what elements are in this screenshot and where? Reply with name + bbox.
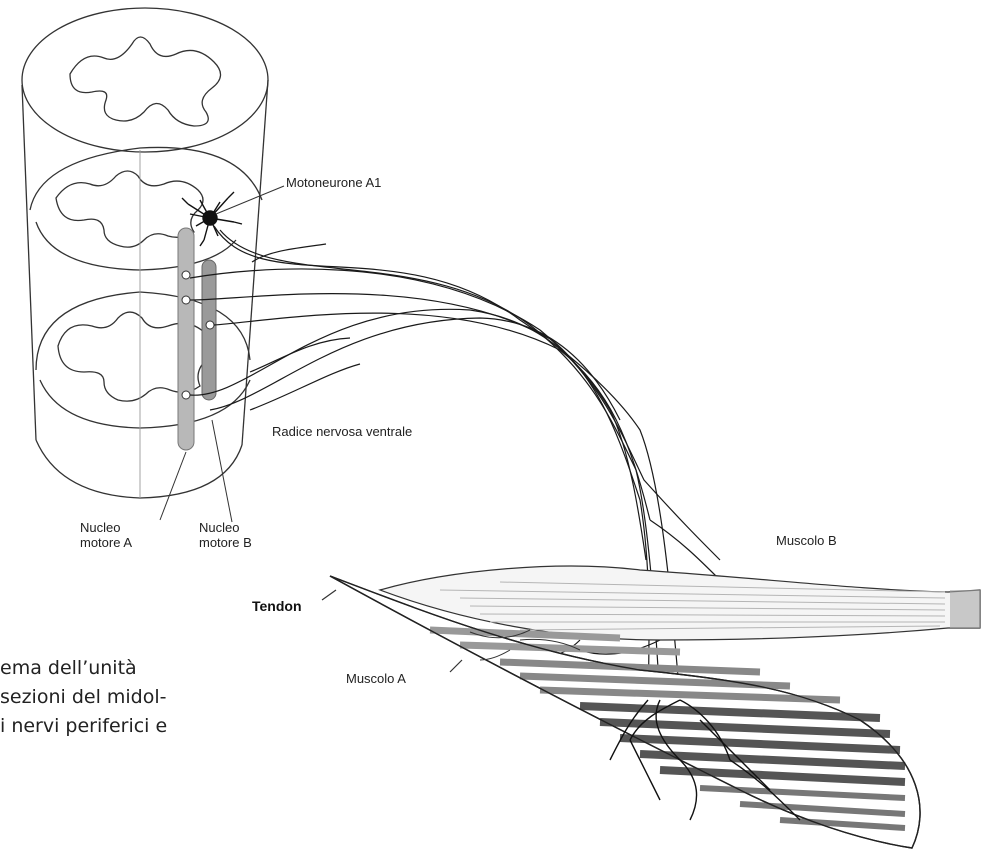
label-nucleo-motore-b-line2: motore B xyxy=(199,536,252,551)
caption-line-1: ema dell’unità xyxy=(0,654,167,683)
label-radice-nervosa-ventrale: Radice nervosa ventrale xyxy=(272,425,412,440)
caption-line-3: i nervi periferici e xyxy=(0,712,167,741)
label-nucleo-motore-a: Nucleo motore A xyxy=(80,521,132,551)
label-muscolo-a: Muscolo A xyxy=(346,672,406,687)
label-nucleo-motore-a-line2: motore A xyxy=(80,536,132,551)
label-motoneurone-a1: Motoneurone A1 xyxy=(286,176,381,191)
label-nucleo-motore-b: Nucleo motore B xyxy=(199,521,252,551)
label-muscolo-b: Muscolo B xyxy=(776,534,837,549)
caption-line-2: sezioni del midol- xyxy=(0,683,167,712)
label-nucleo-motore-a-line1: Nucleo xyxy=(80,521,132,536)
figure-caption: ema dell’unità sezioni del midol- i nerv… xyxy=(0,654,167,741)
label-tendon: Tendon xyxy=(252,598,302,614)
motor-nuclei-columns xyxy=(178,228,216,450)
spinal-cord xyxy=(22,8,268,498)
label-nucleo-motore-b-line1: Nucleo xyxy=(199,521,252,536)
